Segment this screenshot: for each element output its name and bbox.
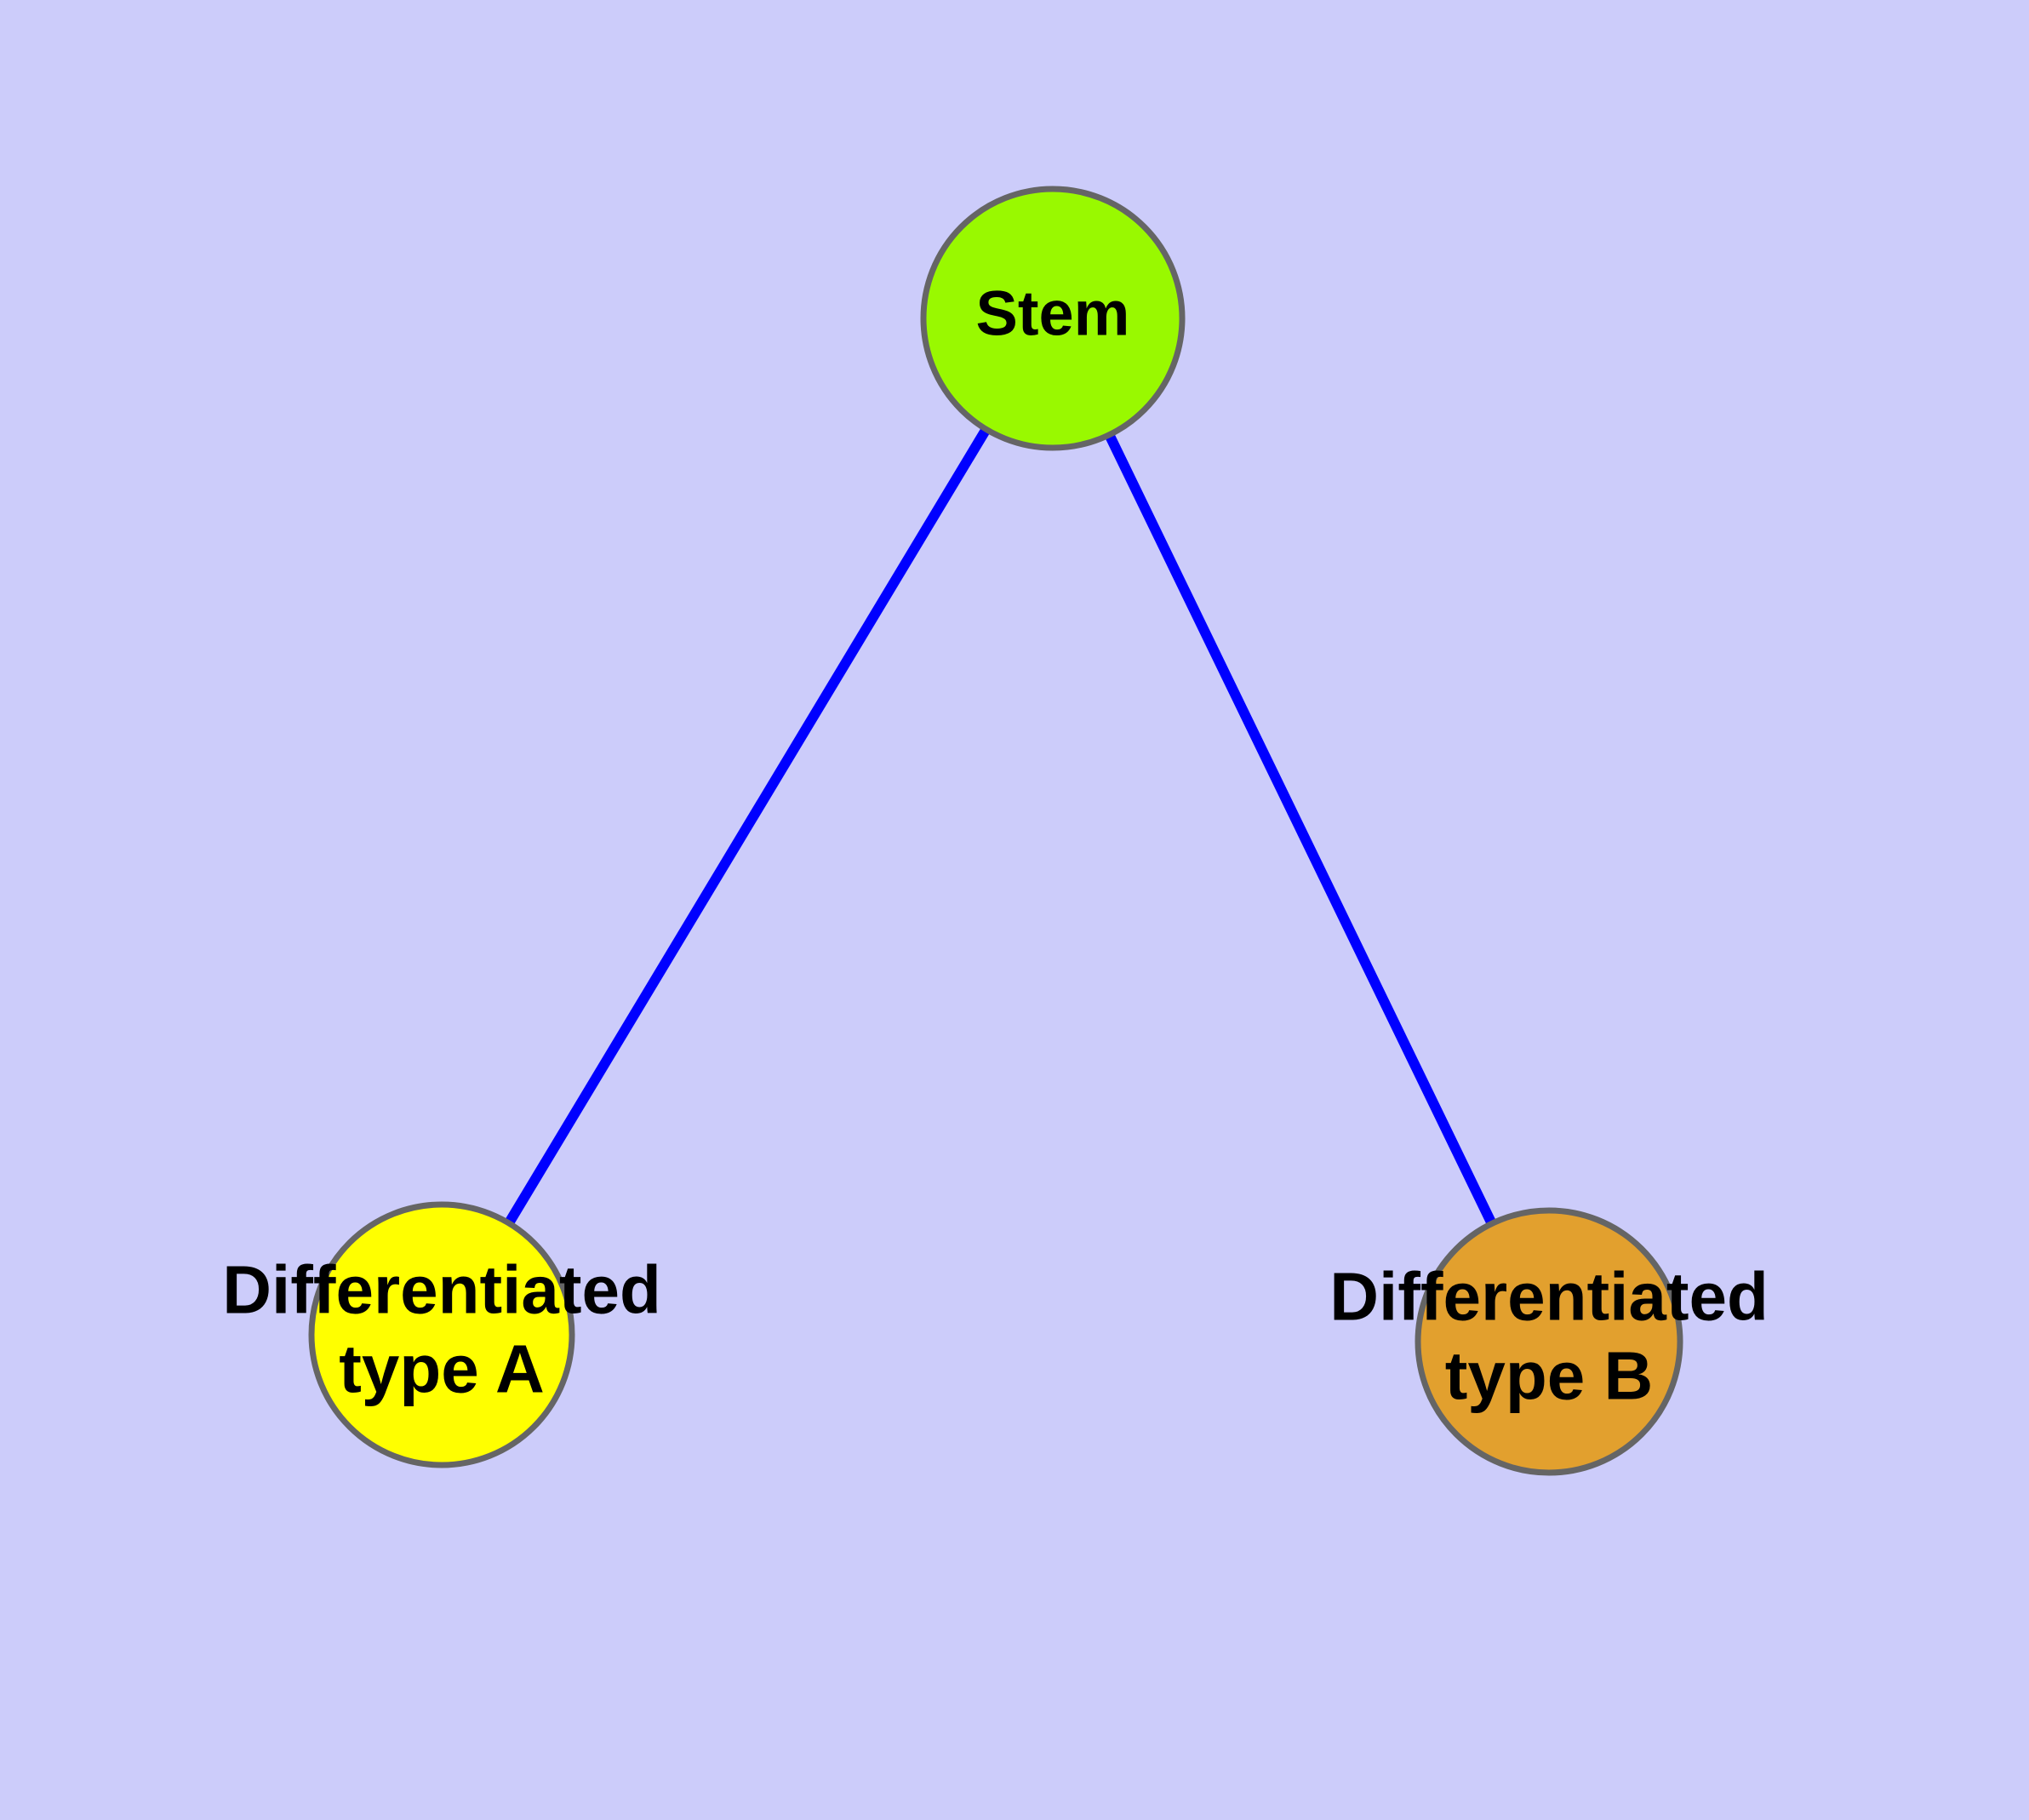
node-stem[interactable]: Stem [920,186,1186,451]
node-circle-stem[interactable] [920,186,1186,451]
node-label-diff-b-line-1: type B [1445,1338,1654,1414]
edges-layer [505,427,1496,1226]
node-label-diff-b-line-0: Differentiated [1329,1259,1769,1335]
node-label-stem-line-0: Stem [976,278,1130,349]
node-circle-diff-a[interactable] [308,1201,575,1468]
node-circle-diff-b[interactable] [1415,1207,1683,1476]
edge-stem-to-b [1105,433,1496,1226]
node-label-diff-a-line-0: Differentiated [222,1252,661,1328]
node-label-diff-a-line-1: type A [339,1331,545,1407]
edge-stem-to-a [505,427,991,1226]
